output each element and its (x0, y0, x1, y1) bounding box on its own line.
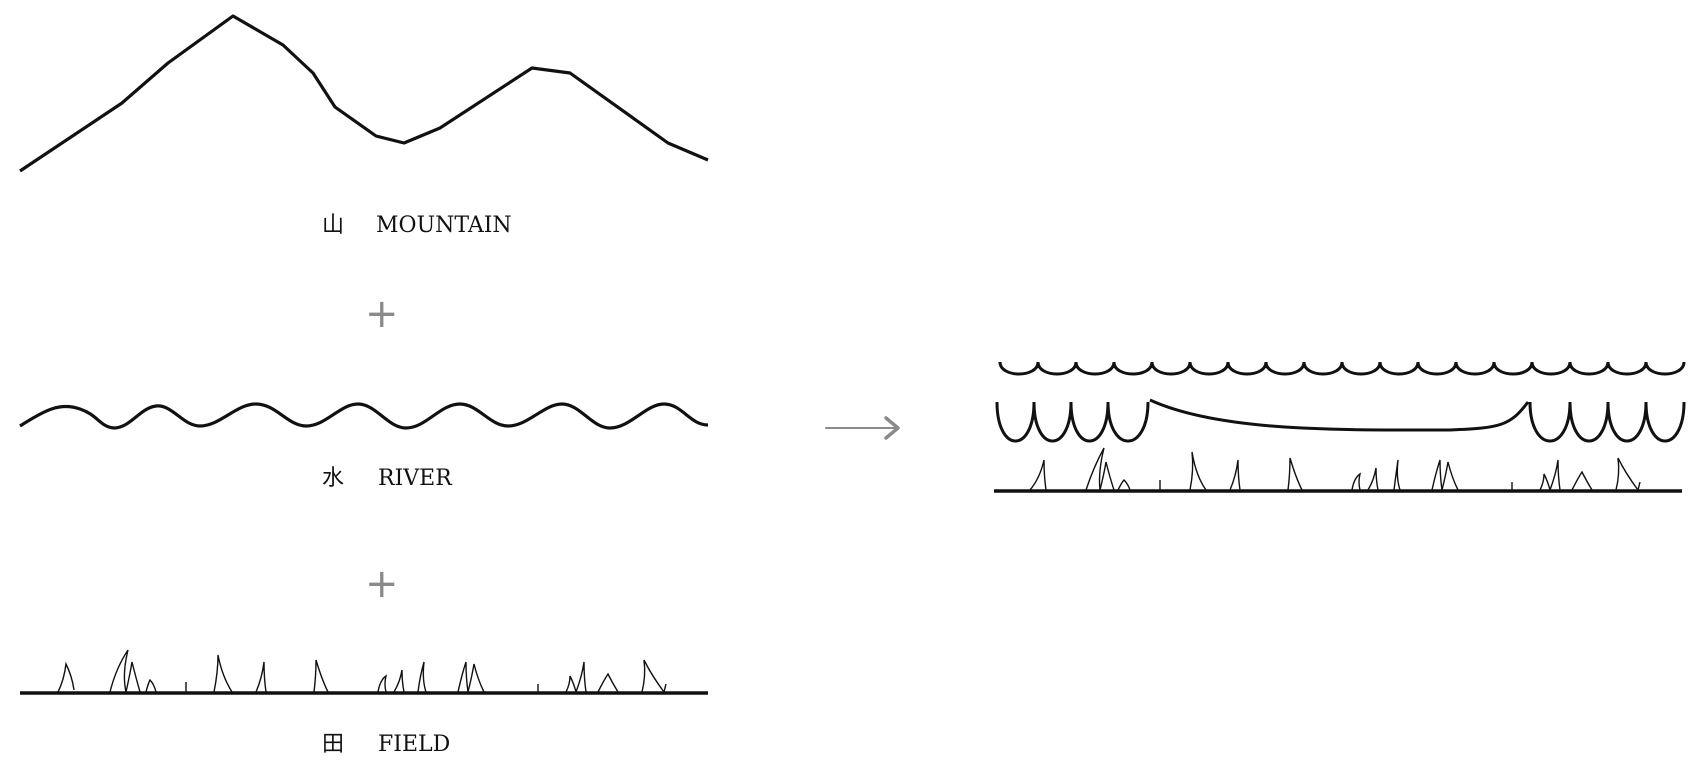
mountain-glyph: 山 (322, 213, 344, 238)
combined-scallop-row (998, 361, 1686, 376)
mountain-label: MOUNTAIN (376, 213, 512, 238)
plus-operator-1: + (365, 291, 399, 337)
combined-arch-right (1528, 401, 1686, 443)
field-grass (57, 649, 667, 693)
river-label: RIVER (378, 466, 453, 491)
combined-arch-span (1149, 398, 1530, 432)
river-wave (19, 402, 709, 430)
river-glyph: 水 (322, 466, 344, 491)
combined-grass (1029, 447, 1641, 491)
combined-arch-left (995, 401, 1150, 443)
field-glyph: 田 (322, 732, 344, 757)
right-arrow-icon (825, 416, 900, 440)
plus-operator-2: + (365, 561, 399, 607)
field-label: FIELD (378, 732, 450, 757)
mountain-outline (19, 14, 709, 173)
